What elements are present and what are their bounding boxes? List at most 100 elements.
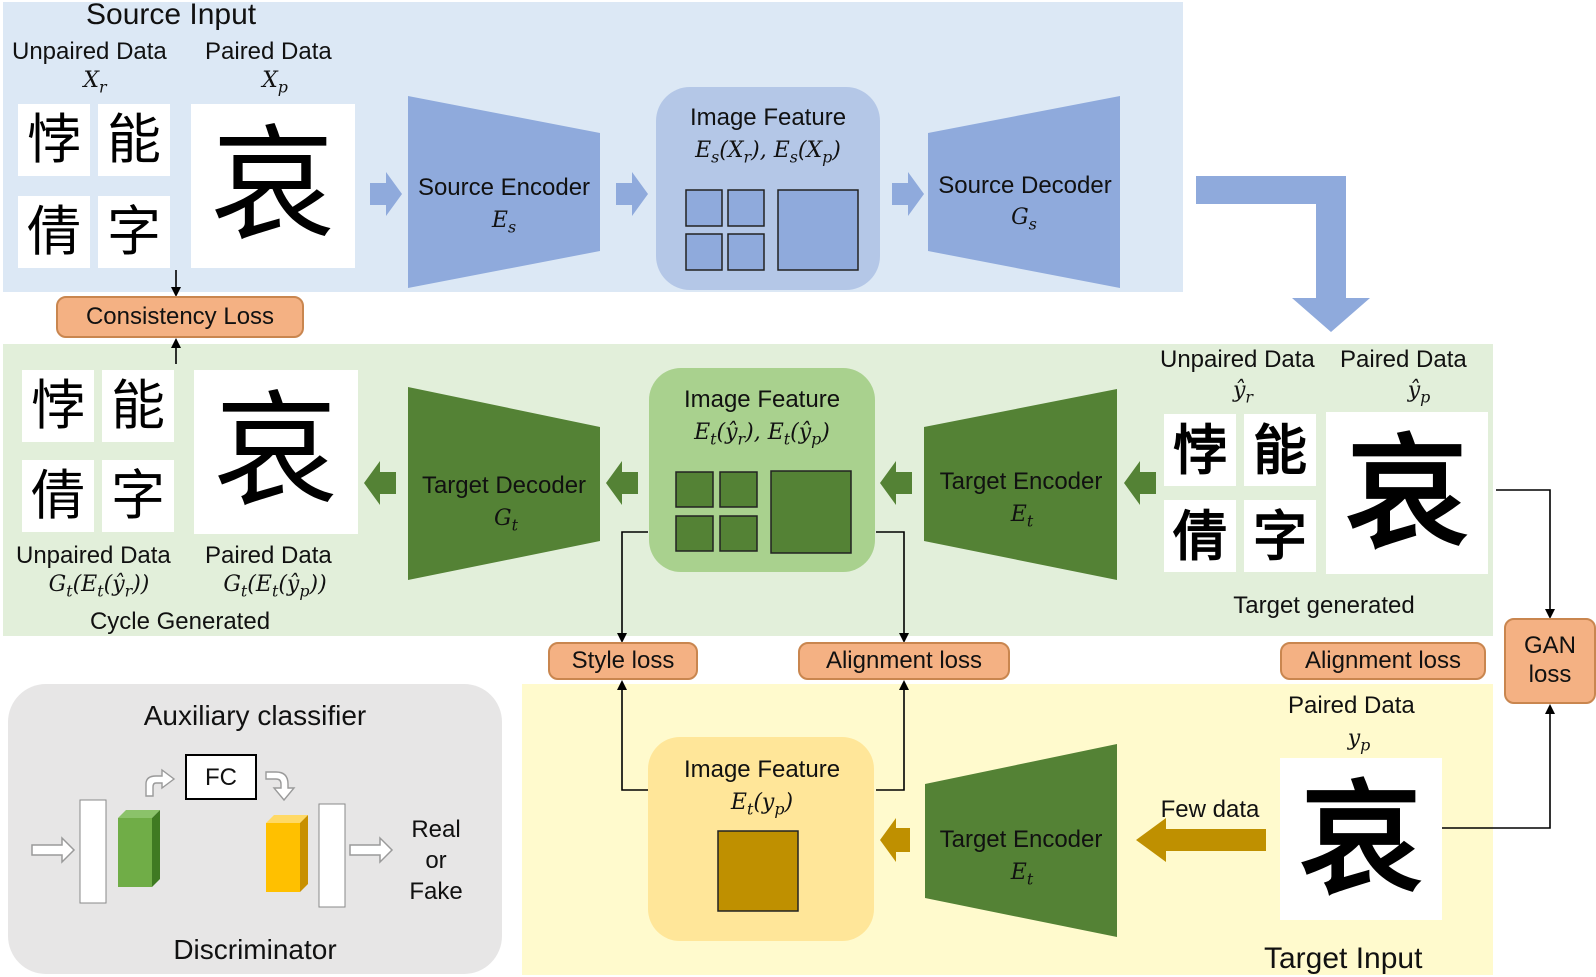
target-encoder-cycle-label: Target Encoder (939, 468, 1103, 495)
output-real: Real (411, 816, 461, 843)
connector-target-input-to-gan-loss (1442, 704, 1555, 829)
cycle-glyph-unpaired: 倩 (22, 460, 94, 532)
source-feature-square (727, 189, 765, 227)
arrow-few-data (1136, 818, 1266, 862)
source-feature-symbol: Es(Xr), Es(Xp) (695, 138, 841, 167)
source-glyph-unpaired: 能 (98, 104, 170, 176)
cycle-feature-square (719, 471, 758, 508)
source-paired-symbol: Xp (262, 68, 288, 97)
cycle-feature-square (675, 471, 714, 508)
connector-feature-to-style-loss (617, 531, 648, 643)
source-glyph-unpaired: 悖 (18, 104, 90, 176)
generated-unpaired-label: Unpaired Data (1160, 346, 1315, 373)
alignment-loss-box: Alignment loss (798, 642, 1010, 680)
source-paired-label: Paired Data (205, 38, 332, 65)
generated-glyph-unpaired: 能 (1244, 414, 1316, 486)
source-feature-square (685, 233, 723, 271)
cycle-unpaired-symbol: Gt(Et(ŷr)) (48, 572, 150, 601)
connector-generated-to-gan-loss (1496, 489, 1555, 619)
green-cube-side (152, 810, 160, 887)
orange-cube-front (266, 823, 300, 892)
target-feature-label: Image Feature (683, 756, 841, 783)
cycle-feature-large (770, 470, 852, 554)
curved-arrow-to-fc (145, 768, 176, 797)
arrow-input-to-discriminator (31, 836, 76, 864)
generated-unpaired-symbol: ŷr (1232, 378, 1253, 407)
source-decoder-label: Source Decoder (938, 172, 1112, 199)
arrow-encoder-to-feature (616, 172, 648, 216)
source-decoder-symbol: Gs (1011, 205, 1037, 234)
orange-cube-side (300, 815, 308, 892)
source-feature-large (777, 189, 859, 271)
arrow-to-real-or-fake (349, 836, 394, 864)
style-loss-box: Style loss (548, 642, 698, 680)
cycle-feature-square (719, 515, 758, 552)
source-feature-square (685, 189, 723, 227)
target-encoder-block (925, 744, 1117, 937)
target-decoder-symbol: Gt (494, 506, 518, 535)
alignment-loss-right-box: Alignment loss (1280, 642, 1486, 680)
arrow-encoder-to-cycle-feature (880, 461, 912, 505)
auxiliary-classifier-title: Auxiliary classifier (143, 700, 367, 731)
connector-feature-to-alignment-loss (876, 531, 909, 643)
arrow-feature-to-decoder (892, 172, 924, 216)
arrow-decoder-to-generated (1196, 176, 1370, 332)
cycle-glyph-unpaired: 字 (102, 460, 174, 532)
target-encoder-block-cycle (924, 389, 1117, 580)
fc-box (185, 754, 257, 800)
generated-glyph-unpaired: 悖 (1164, 414, 1236, 486)
cycle-glyph-paired: 哀 (194, 370, 358, 534)
target-feature-square (717, 830, 799, 912)
target-paired-label: Paired Data (1288, 692, 1415, 719)
target-generated-caption: Target generated (1233, 592, 1415, 619)
source-glyph-unpaired: 字 (98, 196, 170, 268)
source-encoder-label: Source Encoder (417, 174, 591, 201)
green-cube-front (118, 818, 152, 887)
cycle-feature-symbol: Et(ŷr), Et(ŷp) (694, 420, 830, 449)
generated-glyph-paired: 哀 (1326, 412, 1488, 574)
cycle-generated-caption: Cycle Generated (89, 608, 271, 635)
target-input-title: Target Input (1264, 942, 1423, 975)
cycle-paired-label: Paired Data (205, 542, 332, 569)
generated-glyph-unpaired: 倩 (1164, 500, 1236, 572)
cycle-paired-symbol: Gt(Et(ŷp)) (223, 572, 327, 601)
target-encoder-symbol: Et (1010, 860, 1034, 889)
arrow-encoder-to-target-feature (880, 818, 910, 862)
gan-loss-box: GAN loss (1504, 618, 1596, 704)
source-glyph-unpaired: 倩 (18, 196, 90, 268)
discriminator-layer-input (79, 799, 107, 904)
discriminator-panel (8, 684, 502, 974)
generated-glyph-unpaired: 字 (1244, 500, 1316, 572)
source-unpaired-symbol: Xr (83, 68, 107, 97)
source-glyph-paired: 哀 (191, 104, 355, 268)
gan-loss-line2: loss (1528, 661, 1572, 688)
output-fake: Fake (409, 878, 463, 906)
target-encoder-label: Target Encoder (939, 826, 1103, 853)
arrow-feature-to-target-decoder (606, 461, 638, 505)
arrow-generated-to-encoder (1124, 461, 1156, 505)
target-encoder-cycle-symbol: Et (1010, 502, 1034, 531)
fc-label: FC (205, 764, 237, 791)
generated-paired-label: Paired Data (1340, 346, 1467, 373)
cycle-feature-label: Image Feature (683, 386, 841, 413)
gan-loss-line1: GAN (1523, 632, 1576, 660)
generated-paired-symbol: ŷp (1407, 378, 1431, 407)
cycle-glyph-unpaired: 能 (102, 370, 174, 442)
source-decoder-block (928, 96, 1120, 288)
connector-target-feature-to-alignment-loss (876, 680, 909, 791)
green-cube-top (118, 810, 160, 818)
source-feature-label: Image Feature (689, 104, 847, 131)
source-feature-square (727, 233, 765, 271)
cycle-glyph-unpaired: 悖 (22, 370, 94, 442)
real-or-fake-output: Real or Fake (396, 814, 476, 908)
target-decoder-label: Target Decoder (421, 472, 587, 499)
consistency-loss-box: Consistency Loss (56, 296, 304, 338)
output-or: or (425, 847, 447, 875)
source-encoder-block (408, 96, 600, 288)
few-data-label: Few data (1160, 796, 1260, 823)
orange-cube-top (266, 815, 308, 823)
arrow-decoder-to-cycle-output (364, 461, 396, 505)
source-encoder-symbol: Es (491, 208, 517, 237)
